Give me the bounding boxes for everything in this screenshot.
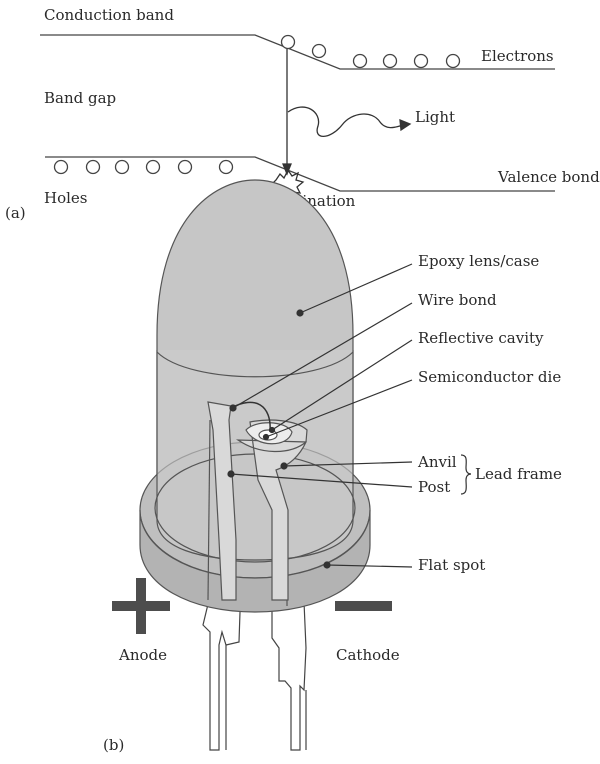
anvil-label: Anvil [417,453,457,471]
hole-circles [53,159,234,175]
hole [114,159,130,175]
lead-frame-brace [460,454,472,495]
cathode-lead [271,601,307,751]
callout-lines [227,263,413,569]
wire-bond-label: Wire bond [418,291,497,309]
callout-die [265,379,413,438]
callout-dot [323,561,331,569]
electron-circles [280,34,461,69]
conduction-band-line [40,34,555,70]
flange-side [139,509,371,613]
callout-wire-bond [232,302,413,409]
callout-dot [229,404,237,412]
anode-lead [202,599,241,751]
semiconductor-die-label: Semiconductor die [418,368,561,386]
electron [382,53,398,69]
recombination-path [270,49,412,199]
cathode-label: Cathode [336,646,400,664]
panel-a-tag: (a) [5,204,26,222]
flat-spot-label: Flat spot [418,556,485,574]
callout-dot [268,426,276,434]
hole [145,159,161,175]
electrons-label: Electrons [481,47,554,65]
led-case [139,179,371,613]
electron [311,43,327,59]
leads [202,599,307,751]
electron [352,53,368,69]
post-label: Post [418,478,450,496]
callout-dot [262,433,270,441]
electron [445,53,461,69]
callout-cavity [271,339,413,431]
light-arrowhead [399,118,412,132]
hole [177,159,193,175]
callout-dot [296,309,304,317]
plus-icon-vertical [136,578,146,634]
callout-dot [280,462,288,470]
minus-icon [335,601,392,611]
dome-rim-line [156,351,354,378]
lead-frame-label: Lead frame [475,465,562,483]
anvil [235,419,308,601]
holes-label: Holes [44,189,87,207]
callout-anvil [283,461,413,467]
hole [218,159,234,175]
electron [280,34,296,50]
anode-label: Anode [118,646,167,664]
polarity-symbols [112,578,392,634]
post [207,401,237,601]
hole [53,159,69,175]
panel-b-tag: (b) [103,736,124,754]
reflective-cavity-label: Reflective cavity [418,329,544,347]
light-label: Light [415,108,455,126]
conduction-band-label: Conduction band [44,6,174,24]
band-gap-label: Band gap [44,89,116,107]
transition-arrowhead [282,163,292,176]
callout-epoxy [299,263,413,314]
epoxy-label: Epoxy lens/case [418,252,539,270]
valence-band-label: Valence bond [497,168,600,186]
hole [85,159,101,175]
callout-flat-spot [326,564,413,568]
light-wave [287,106,404,138]
post-edge [207,419,211,601]
callout-post [230,473,413,488]
callout-dot [227,470,235,478]
electron [413,53,429,69]
